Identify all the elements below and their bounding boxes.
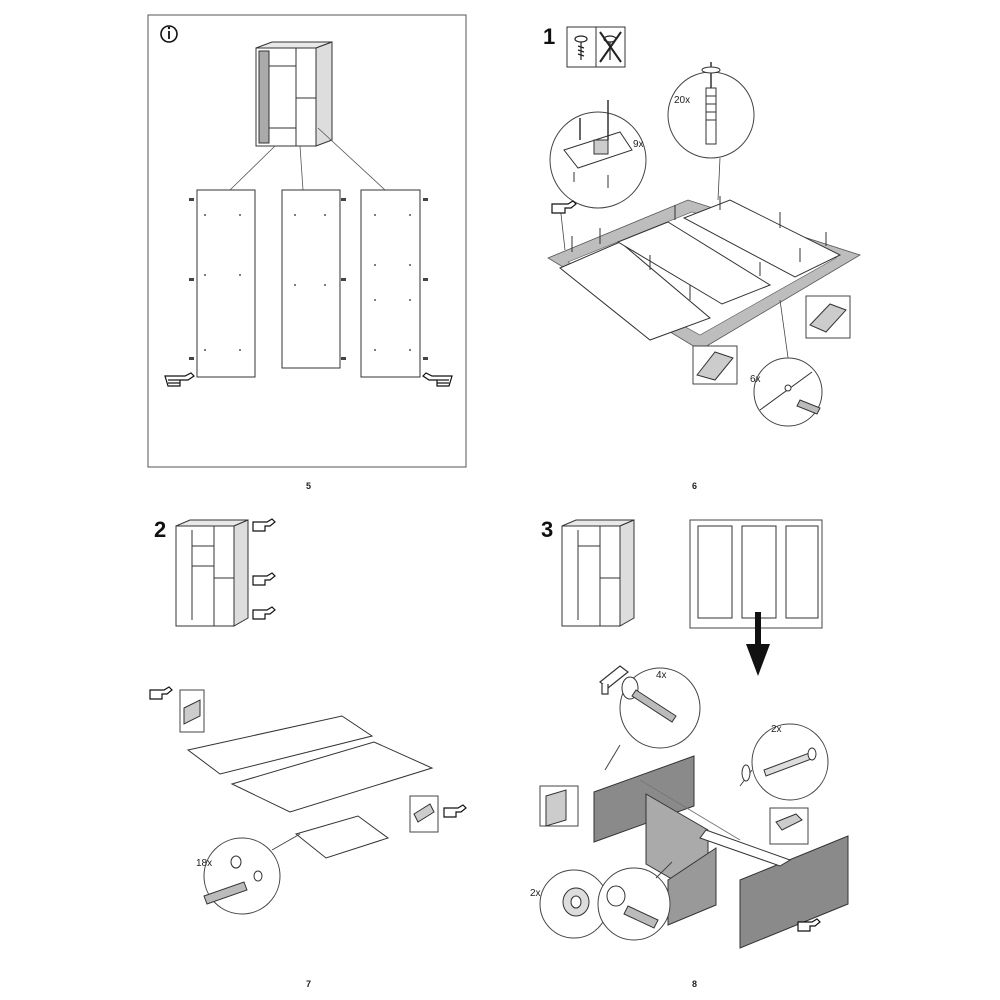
quantity-label: 2x	[530, 888, 541, 899]
wardrobe-overview	[561, 519, 635, 627]
cam-screw-head	[741, 764, 751, 782]
quantity-label: 6x	[750, 374, 761, 385]
pointing-hand-icon	[797, 918, 821, 932]
callout-dowel	[203, 833, 301, 915]
no-power-drill-icon	[599, 31, 622, 63]
cam-screws	[571, 196, 827, 300]
panel-hole-marks	[204, 214, 411, 351]
info-icon	[160, 25, 178, 43]
edge-profile-detail	[692, 345, 738, 385]
panel-center	[281, 189, 341, 369]
panel-left	[196, 189, 256, 378]
callout-cam-lock	[539, 869, 609, 939]
callout-screw	[604, 667, 701, 771]
edge-profile-detail	[769, 807, 809, 845]
pointing-hand-icon	[252, 518, 276, 532]
step-number: 2	[154, 517, 167, 542]
tool-legend-box	[566, 26, 626, 68]
dowel-markers	[189, 198, 428, 360]
pointing-hand-icon	[443, 804, 467, 818]
step-number: 1	[543, 24, 556, 49]
edge-profile-detail	[539, 785, 579, 827]
flat-panel-shelf	[294, 815, 390, 859]
quantity-label: 2x	[771, 724, 782, 735]
panel-connector-lines	[229, 127, 386, 191]
page-5-frame	[147, 14, 467, 468]
flat-panel-top	[186, 715, 374, 775]
callout-dowel	[753, 357, 823, 427]
screwdriver-icon	[574, 35, 588, 60]
quantity-label: 9x	[633, 139, 644, 150]
quantity-label: 4x	[656, 670, 667, 681]
pointing-hand-icon	[164, 372, 195, 387]
pointing-hand-icon	[422, 372, 453, 387]
wardrobe-overview	[255, 41, 333, 147]
pointing-hand-icon	[252, 572, 276, 586]
pointing-hand-icon	[252, 606, 276, 620]
pointing-hand-icon	[149, 686, 173, 700]
flat-panel-center	[616, 221, 772, 305]
page-number: 7	[306, 979, 312, 989]
panel-right	[360, 189, 421, 378]
callout-cam-fitting	[549, 100, 647, 209]
panel-set-box	[689, 519, 823, 629]
callout-cam-screw	[667, 62, 755, 159]
flat-panel-middle	[230, 741, 434, 813]
step-number: 3	[541, 517, 554, 542]
down-arrow-icon	[746, 612, 770, 676]
wardrobe-overview	[175, 519, 249, 627]
edge-profile-detail	[805, 295, 851, 339]
assembly-panels	[593, 755, 849, 949]
callout-cam-screw	[739, 723, 829, 801]
hex-key-icon	[599, 665, 629, 695]
page-number: 8	[692, 979, 698, 989]
quantity-label: 18x	[196, 858, 212, 869]
flat-panel-left	[559, 241, 711, 341]
callout-cam-lock-turn	[597, 861, 673, 941]
edge-profile-detail	[179, 689, 205, 733]
page-number: 6	[692, 481, 698, 491]
flat-panel-right	[682, 199, 842, 278]
edge-profile-detail	[409, 795, 439, 833]
quantity-label: 20x	[674, 95, 690, 106]
pointing-hand-icon	[551, 200, 577, 214]
page-number: 5	[306, 481, 312, 491]
